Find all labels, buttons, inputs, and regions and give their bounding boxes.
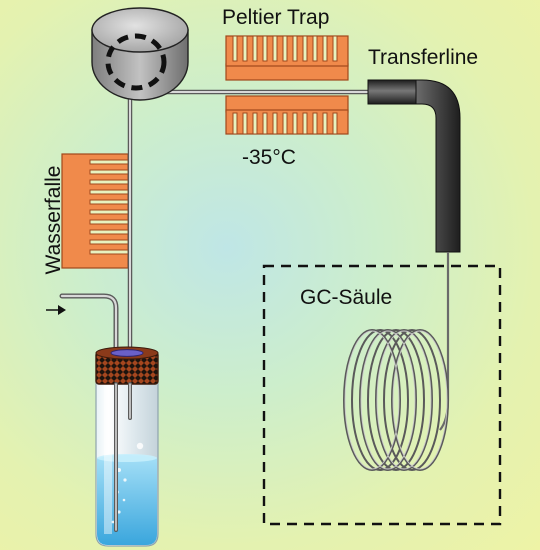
temperature-label: -35°C	[242, 146, 296, 169]
gc-column-label: GC-Säule	[300, 286, 393, 309]
water-trap-heatsink	[61, 153, 129, 269]
capillary-tubing	[127, 89, 375, 433]
transferline-tube	[367, 79, 461, 253]
transferline-label: Transferline	[368, 46, 479, 69]
needles	[114, 382, 132, 532]
sample-vial	[95, 379, 159, 547]
rotary-valve-icon	[91, 7, 189, 101]
vial-cap	[95, 346, 159, 385]
peltier-heatsink-bottom	[225, 95, 349, 135]
gc-oven-box	[262, 264, 502, 526]
inlet-tube	[59, 293, 119, 523]
water-trap-label: Wasserfalle	[42, 165, 65, 275]
peltier-heatsink-top	[225, 35, 349, 81]
peltier-trap-label: Peltier Trap	[222, 6, 330, 29]
arrow-right-icon	[46, 305, 66, 315]
coil-icon	[343, 329, 449, 471]
